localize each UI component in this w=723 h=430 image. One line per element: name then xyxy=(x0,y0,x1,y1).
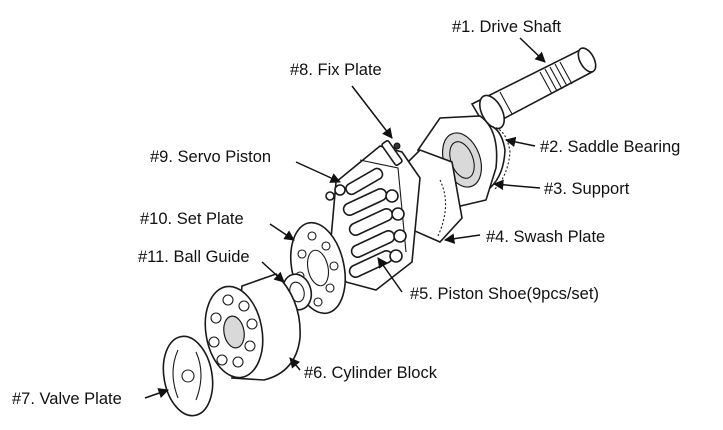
label-saddle-bearing: #2. Saddle Bearing xyxy=(540,138,680,156)
label-drive-shaft: #1. Drive Shaft xyxy=(452,18,562,36)
label-support: #3. Support xyxy=(544,180,630,198)
label-swash-plate: #4. Swash Plate xyxy=(486,228,605,246)
label-valve-plate: #7. Valve Plate xyxy=(12,390,122,408)
drive-shaft-part xyxy=(470,47,597,130)
leader-cylinder-block xyxy=(289,357,301,371)
label-set-plate: #10. Set Plate xyxy=(140,210,244,228)
leader-fix-plate xyxy=(351,85,393,139)
leader-ball-guide xyxy=(261,261,285,283)
leader-servo-piston xyxy=(295,161,341,183)
label-piston-shoe: #5. Piston Shoe(9pcs/set) xyxy=(410,285,599,303)
servo-piston-part xyxy=(325,167,384,201)
leader-drive-shaft xyxy=(519,37,546,63)
leader-set-plate xyxy=(269,223,295,241)
fix-plate-part xyxy=(381,140,403,166)
leader-support xyxy=(492,179,541,191)
leader-saddle-bearing xyxy=(504,136,536,148)
leader-swash-plate xyxy=(443,233,481,244)
label-servo-piston: #9. Servo Piston xyxy=(150,148,271,166)
leader-piston-shoe xyxy=(377,257,403,293)
valve-plate-part xyxy=(162,335,214,417)
label-cylinder-block: #6. Cylinder Block xyxy=(304,364,438,382)
label-ball-guide: #11. Ball Guide xyxy=(138,248,250,266)
label-fix-plate: #8. Fix Plate xyxy=(290,61,382,79)
leader-lines xyxy=(144,37,546,399)
leader-valve-plate xyxy=(144,388,169,399)
cylinder-block-part xyxy=(204,273,301,381)
